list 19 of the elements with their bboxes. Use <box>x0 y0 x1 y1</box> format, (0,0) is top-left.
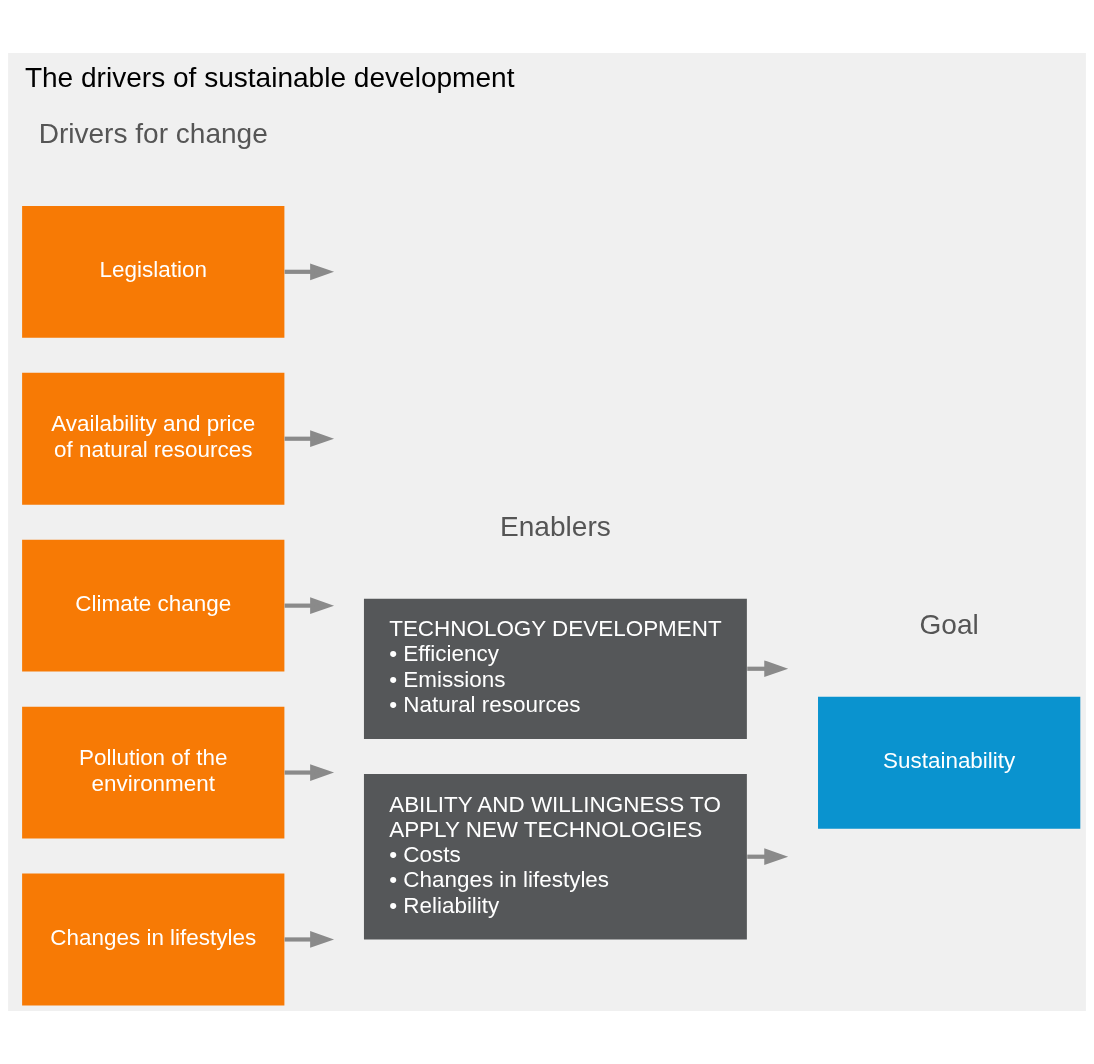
node-box: Changes in lifestyles <box>22 873 285 1006</box>
arrow <box>747 660 789 678</box>
diagram-title: The drivers of sustainable development <box>24 61 515 93</box>
label: Goal <box>919 608 979 640</box>
node-box: TECHNOLOGY DEVELOPMENT • Efficiency • Emissions • Natural resources <box>363 598 747 739</box>
arrow <box>284 931 335 948</box>
label: Enablers <box>500 510 611 542</box>
node-box: Sustainability <box>818 696 1081 829</box>
arrow <box>747 848 789 866</box>
arrow <box>284 430 335 448</box>
node-box: Legislation <box>22 205 285 338</box>
label: Drivers for change <box>38 117 268 149</box>
node-box: Availability and price of natural resources <box>22 372 285 505</box>
node-box: Climate change <box>22 539 285 672</box>
node-box: ABILITY AND WILLINGNESS TO APPLY NEW TECHNOLOGIES • Costs • Changes in lifestyles • Reliability <box>363 773 747 940</box>
node-box: Pollution of the environment <box>22 706 285 839</box>
arrow <box>284 764 335 781</box>
arrow <box>284 263 335 281</box>
arrow <box>284 597 335 614</box>
